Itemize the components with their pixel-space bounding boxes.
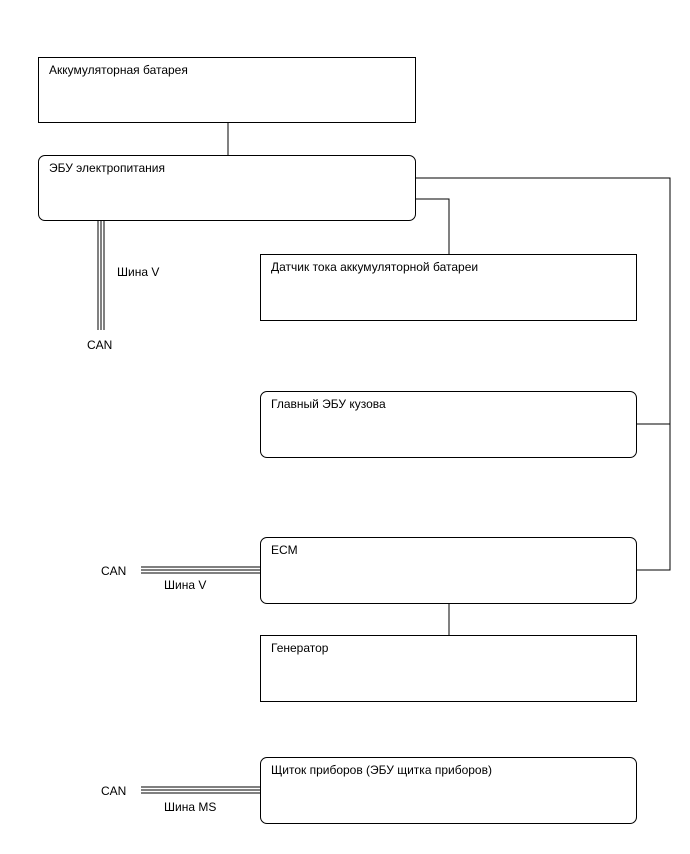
- power-ecu-bus-label: Шина V: [117, 265, 160, 279]
- bus-instrument-horizontal: [141, 786, 260, 794]
- instrument-bus-label: Шина MS: [164, 800, 217, 814]
- current-sensor-label: Датчик тока аккумуляторной батареи: [271, 260, 479, 274]
- wire-power-ecu-current-sensor: [415, 198, 450, 254]
- main-body-ecu-box: Главный ЭБУ кузова: [260, 391, 637, 458]
- generator-box: Генератор: [260, 635, 637, 702]
- main-body-ecu-label: Главный ЭБУ кузова: [271, 397, 386, 411]
- instrument-panel-box: Щиток приборов (ЭБУ щитка приборов): [260, 757, 637, 824]
- generator-label: Генератор: [271, 641, 329, 655]
- ecm-label: ECM: [271, 543, 298, 557]
- instrument-can-label: CAN: [101, 784, 127, 798]
- bus-power-ecu-vertical: [97, 220, 105, 330]
- battery-box: Аккумуляторная батарея: [38, 57, 416, 123]
- ecm-box: ECM: [260, 537, 637, 604]
- battery-label: Аккумуляторная батарея: [49, 63, 188, 77]
- power-ecu-label: ЭБУ электропитания: [49, 161, 166, 175]
- power-ecu-can-label: CAN: [87, 338, 113, 352]
- instrument-panel-label: Щиток приборов (ЭБУ щитка приборов): [271, 763, 492, 777]
- power-ecu-box: ЭБУ электропитания: [38, 155, 416, 221]
- current-sensor-box: Датчик тока аккумуляторной батареи: [260, 254, 637, 321]
- bus-ecm-horizontal: [141, 566, 260, 574]
- wire-power-ecu-right-trunk: [415, 177, 671, 571]
- ecm-bus-label: Шина V: [164, 578, 207, 592]
- ecm-can-label: CAN: [101, 564, 127, 578]
